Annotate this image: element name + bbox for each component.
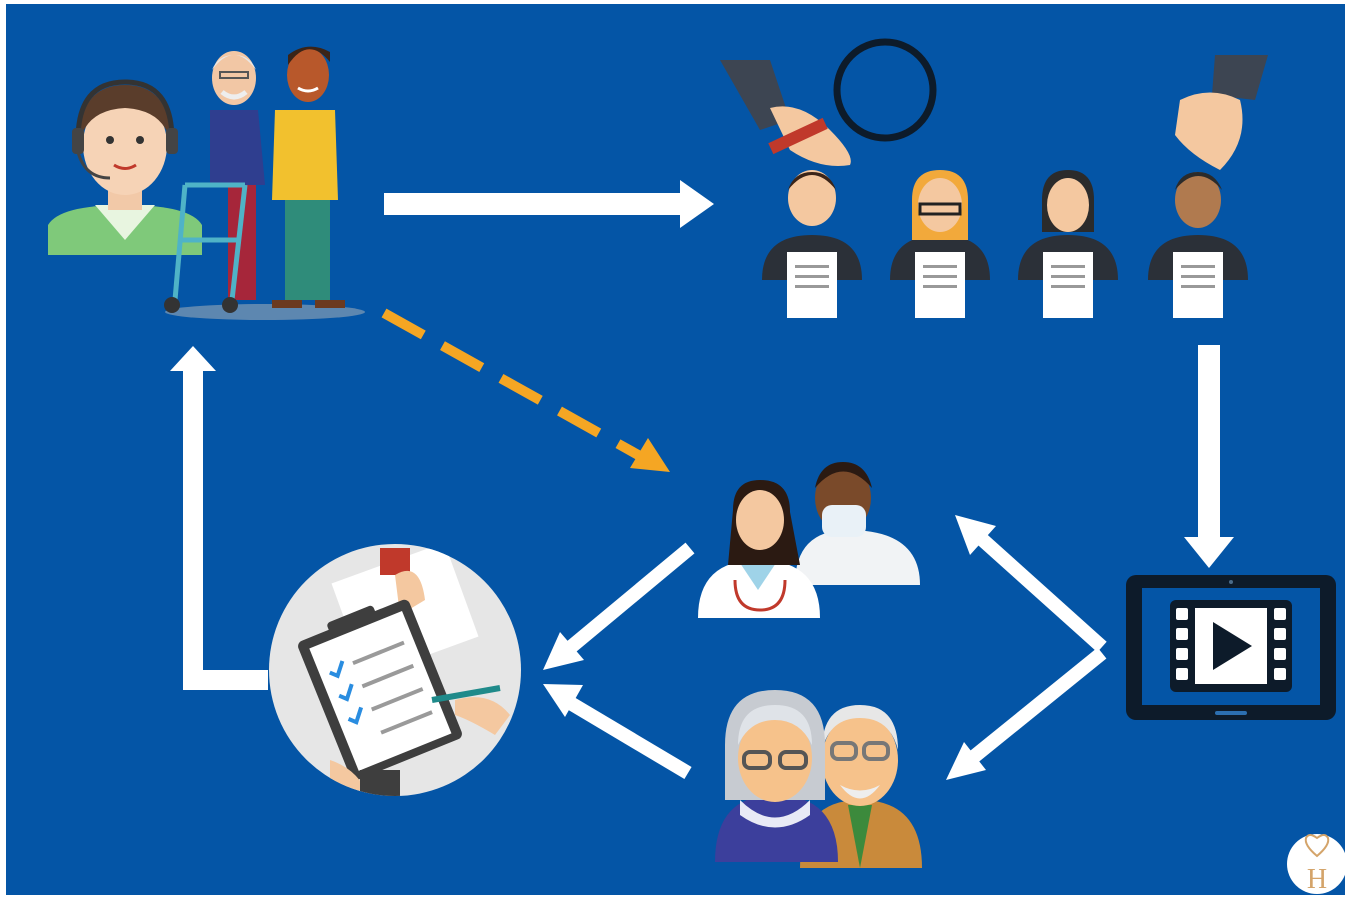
doctor-male-icon — [795, 462, 920, 585]
doctor-female-icon — [698, 480, 820, 618]
candidate-1-icon — [762, 170, 862, 318]
arrow-elderly-to-evaluation — [543, 684, 692, 780]
candidate-selection-illustration — [720, 38, 1268, 318]
medical-staff-illustration — [698, 462, 920, 618]
arrow-video-to-doctors — [955, 515, 1107, 653]
arrow-evaluation-to-caregiver — [170, 346, 268, 690]
call-center-agent-icon — [48, 79, 202, 255]
arrow-candidates-to-video — [1184, 345, 1234, 568]
candidate-2-icon — [890, 170, 990, 318]
evaluation-clipboard-illustration — [269, 544, 521, 796]
young-caregiver-icon — [272, 46, 345, 308]
caregiver-group-illustration — [48, 46, 365, 320]
logo-letter: H — [1307, 864, 1327, 895]
heart-h-logo-icon: H — [1287, 834, 1347, 895]
arrow-doctors-to-evaluation — [543, 542, 695, 670]
picking-hand-icon — [1175, 55, 1268, 170]
elderly-couple-illustration — [715, 690, 922, 868]
arrow-caregiver-to-candidates — [384, 180, 714, 228]
candidate-4-icon — [1148, 172, 1248, 318]
dashed-arrow-caregiver-to-doctors — [381, 308, 670, 472]
elderly-woman-icon — [715, 690, 838, 862]
candidate-3-icon — [1018, 170, 1118, 318]
arrow-video-to-elderly — [946, 647, 1107, 780]
magnifier-hand-icon — [720, 38, 937, 166]
tablet-video-icon — [1126, 575, 1336, 720]
play-icon — [1213, 622, 1252, 670]
